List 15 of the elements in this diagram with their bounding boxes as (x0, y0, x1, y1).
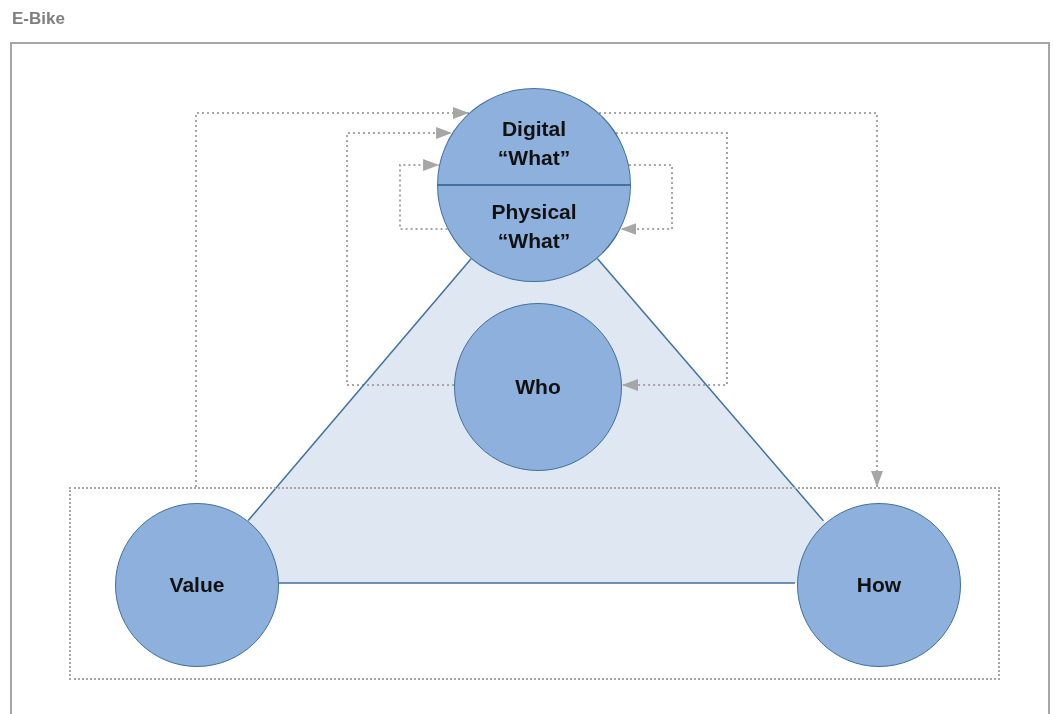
dotted-arrow (614, 132, 728, 391)
dotted-arrow (399, 159, 449, 230)
dotted-arrow (346, 127, 455, 386)
dotted-frame (69, 487, 1000, 680)
circle-label: How (855, 571, 903, 598)
dotted-arrow (598, 112, 883, 488)
circle-label: Value (168, 571, 226, 598)
circle-label: Physical “What” (490, 199, 578, 254)
connector-line (596, 257, 825, 522)
connector-line (247, 258, 472, 522)
circle-label: Who (514, 373, 562, 400)
dotted-arrow (619, 164, 673, 235)
diagram-title: E-Bike (12, 9, 65, 29)
dotted-arrow (195, 107, 470, 488)
circle-label: Digital “What” (496, 116, 572, 171)
